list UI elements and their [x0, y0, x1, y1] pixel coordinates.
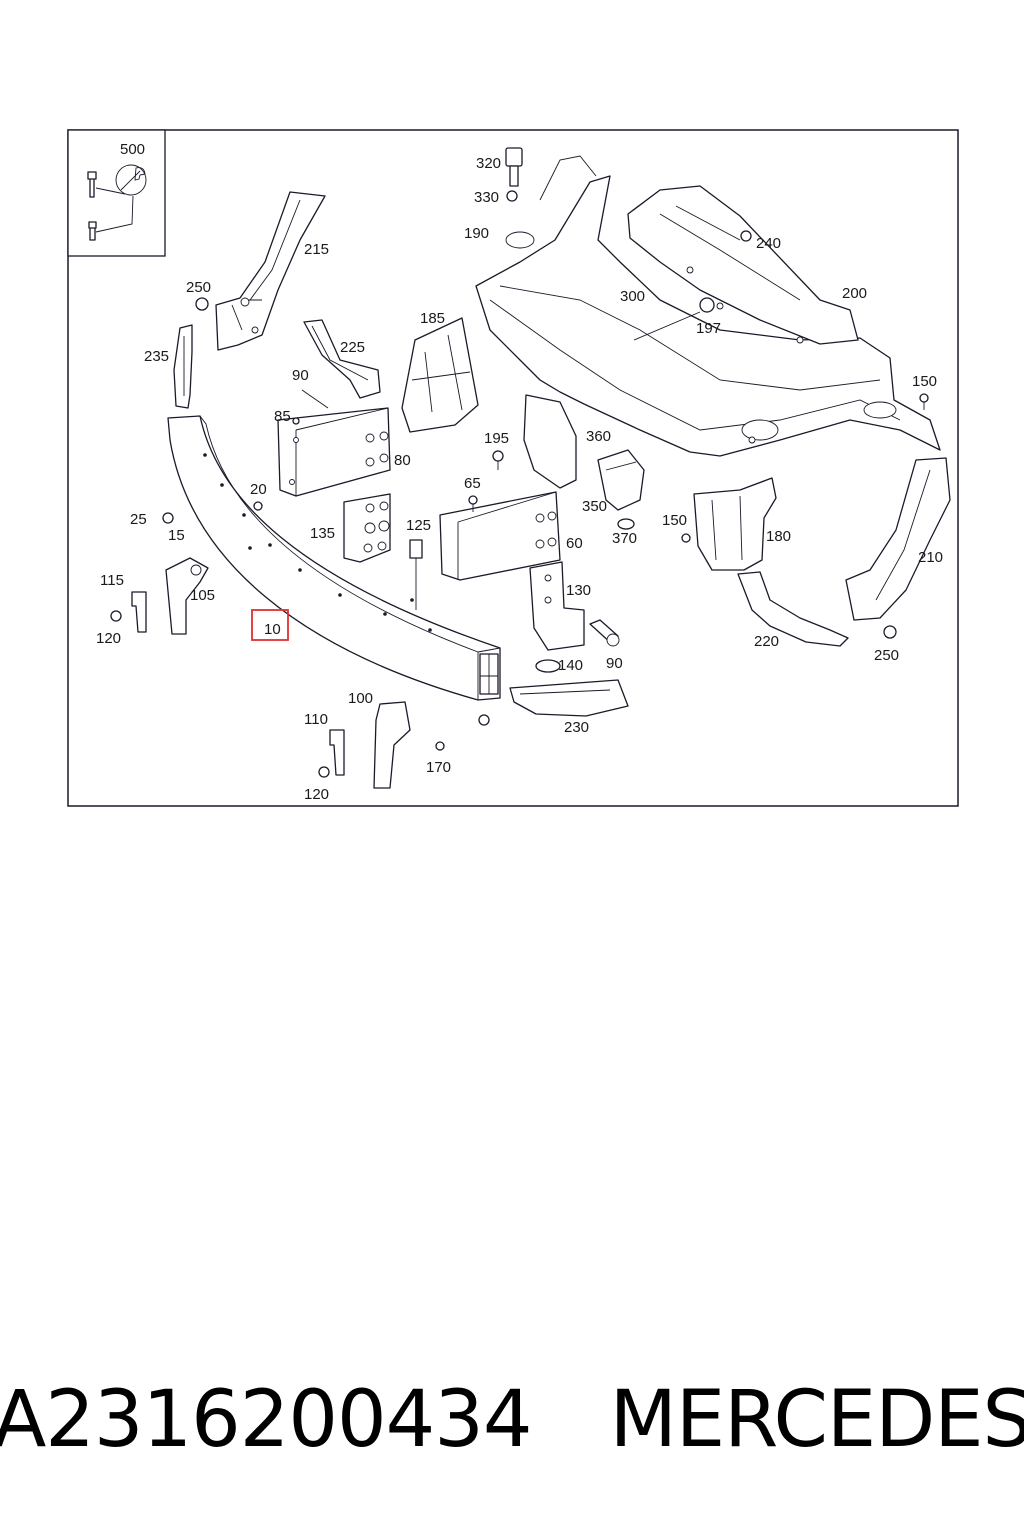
callout-label: 135 — [310, 525, 335, 542]
part-number: A2316200434 — [0, 1375, 533, 1465]
bracket-210 — [845, 457, 951, 621]
crash-box-60 — [439, 491, 561, 581]
callout-label: 200 — [842, 285, 867, 302]
bolt-320 — [505, 147, 523, 187]
callout-label: 320 — [476, 155, 501, 172]
callout-label: 120 — [304, 786, 329, 803]
callout-label: 110 — [304, 711, 328, 728]
bolt-300 — [633, 311, 701, 341]
callout-label: 150 — [912, 373, 937, 390]
inset-tools — [87, 164, 147, 241]
callout-label: 60 — [566, 535, 583, 552]
callout-label: 250 — [186, 279, 211, 296]
callout-label: 90 — [606, 655, 623, 672]
callout-label: 150 — [662, 512, 687, 529]
callout-label: 235 — [144, 348, 169, 365]
crash-box-80 — [277, 407, 391, 497]
bracket-220 — [737, 571, 849, 647]
bracket-185 — [401, 317, 479, 433]
callout-label: 120 — [96, 630, 121, 647]
callout-label: 210 — [918, 549, 943, 566]
grommet-370 — [617, 518, 635, 530]
bracket-105 — [165, 557, 209, 635]
callout-label: 15 — [168, 527, 185, 544]
plate-130 — [529, 561, 585, 651]
callout-label: 220 — [754, 633, 779, 650]
callout-label: 330 — [474, 189, 499, 206]
callout-label: 195 — [484, 430, 509, 447]
bracket-230 — [509, 679, 629, 717]
bracket-110 — [329, 729, 345, 776]
front-end-carrier — [475, 155, 941, 489]
callout-label: 90 — [292, 367, 309, 384]
callout-label: 360 — [586, 428, 611, 445]
bracket-350 — [597, 449, 645, 511]
callout-label: 65 — [464, 475, 481, 492]
callout-labels: 500 320 330 190 240 215 250 185 300 200 … — [96, 141, 943, 803]
callout-label: 115 — [100, 572, 124, 589]
highlighted-callout-box — [251, 609, 289, 641]
callout-label: 105 — [190, 587, 215, 604]
callout-label: 370 — [612, 530, 637, 547]
callout-label: 500 — [120, 141, 145, 158]
callout-label: 140 — [558, 657, 583, 674]
caption: A2316200434 MERCEDES — [0, 1370, 1024, 1470]
brand-name: MERCEDES — [609, 1375, 1024, 1465]
callout-label: 240 — [756, 235, 781, 252]
callout-label: 300 — [620, 288, 645, 305]
callout-label: 180 — [766, 528, 791, 545]
callout-label: 85 — [274, 408, 291, 425]
callout-label: 225 — [340, 339, 365, 356]
bracket-115 — [131, 591, 147, 633]
callout-label: 80 — [394, 452, 411, 469]
callout-label: 185 — [420, 310, 445, 327]
fasteners — [110, 190, 929, 778]
callout-label: 10 — [264, 621, 281, 638]
callout-label: 25 — [130, 511, 147, 528]
bracket-225 — [303, 319, 381, 399]
bracket-180 — [693, 477, 777, 571]
callout-label: 100 — [348, 690, 373, 707]
callout-label: 125 — [406, 517, 431, 534]
callout-label: 170 — [426, 759, 451, 776]
bolt-90 — [589, 619, 620, 647]
callout-label: 350 — [582, 498, 607, 515]
callout-label: 190 — [464, 225, 489, 242]
bracket-100 — [373, 701, 411, 789]
bumper-reinforcement — [167, 415, 501, 701]
callout-label: 250 — [874, 647, 899, 664]
inset-box — [67, 129, 166, 257]
callout-label: 230 — [564, 719, 589, 736]
grommet-140 — [535, 659, 561, 673]
callout-label: 197 — [696, 320, 721, 337]
callout-label: 20 — [250, 481, 267, 498]
plate-135 — [343, 493, 391, 563]
parts-diagram: 500 320 330 190 240 215 250 185 300 200 … — [67, 129, 959, 807]
side-bracket-215 — [215, 191, 326, 351]
bracket-235 — [173, 324, 193, 409]
callout-label: 130 — [566, 582, 591, 599]
bolt-125 — [409, 539, 423, 610]
callout-label: 215 — [304, 241, 329, 258]
